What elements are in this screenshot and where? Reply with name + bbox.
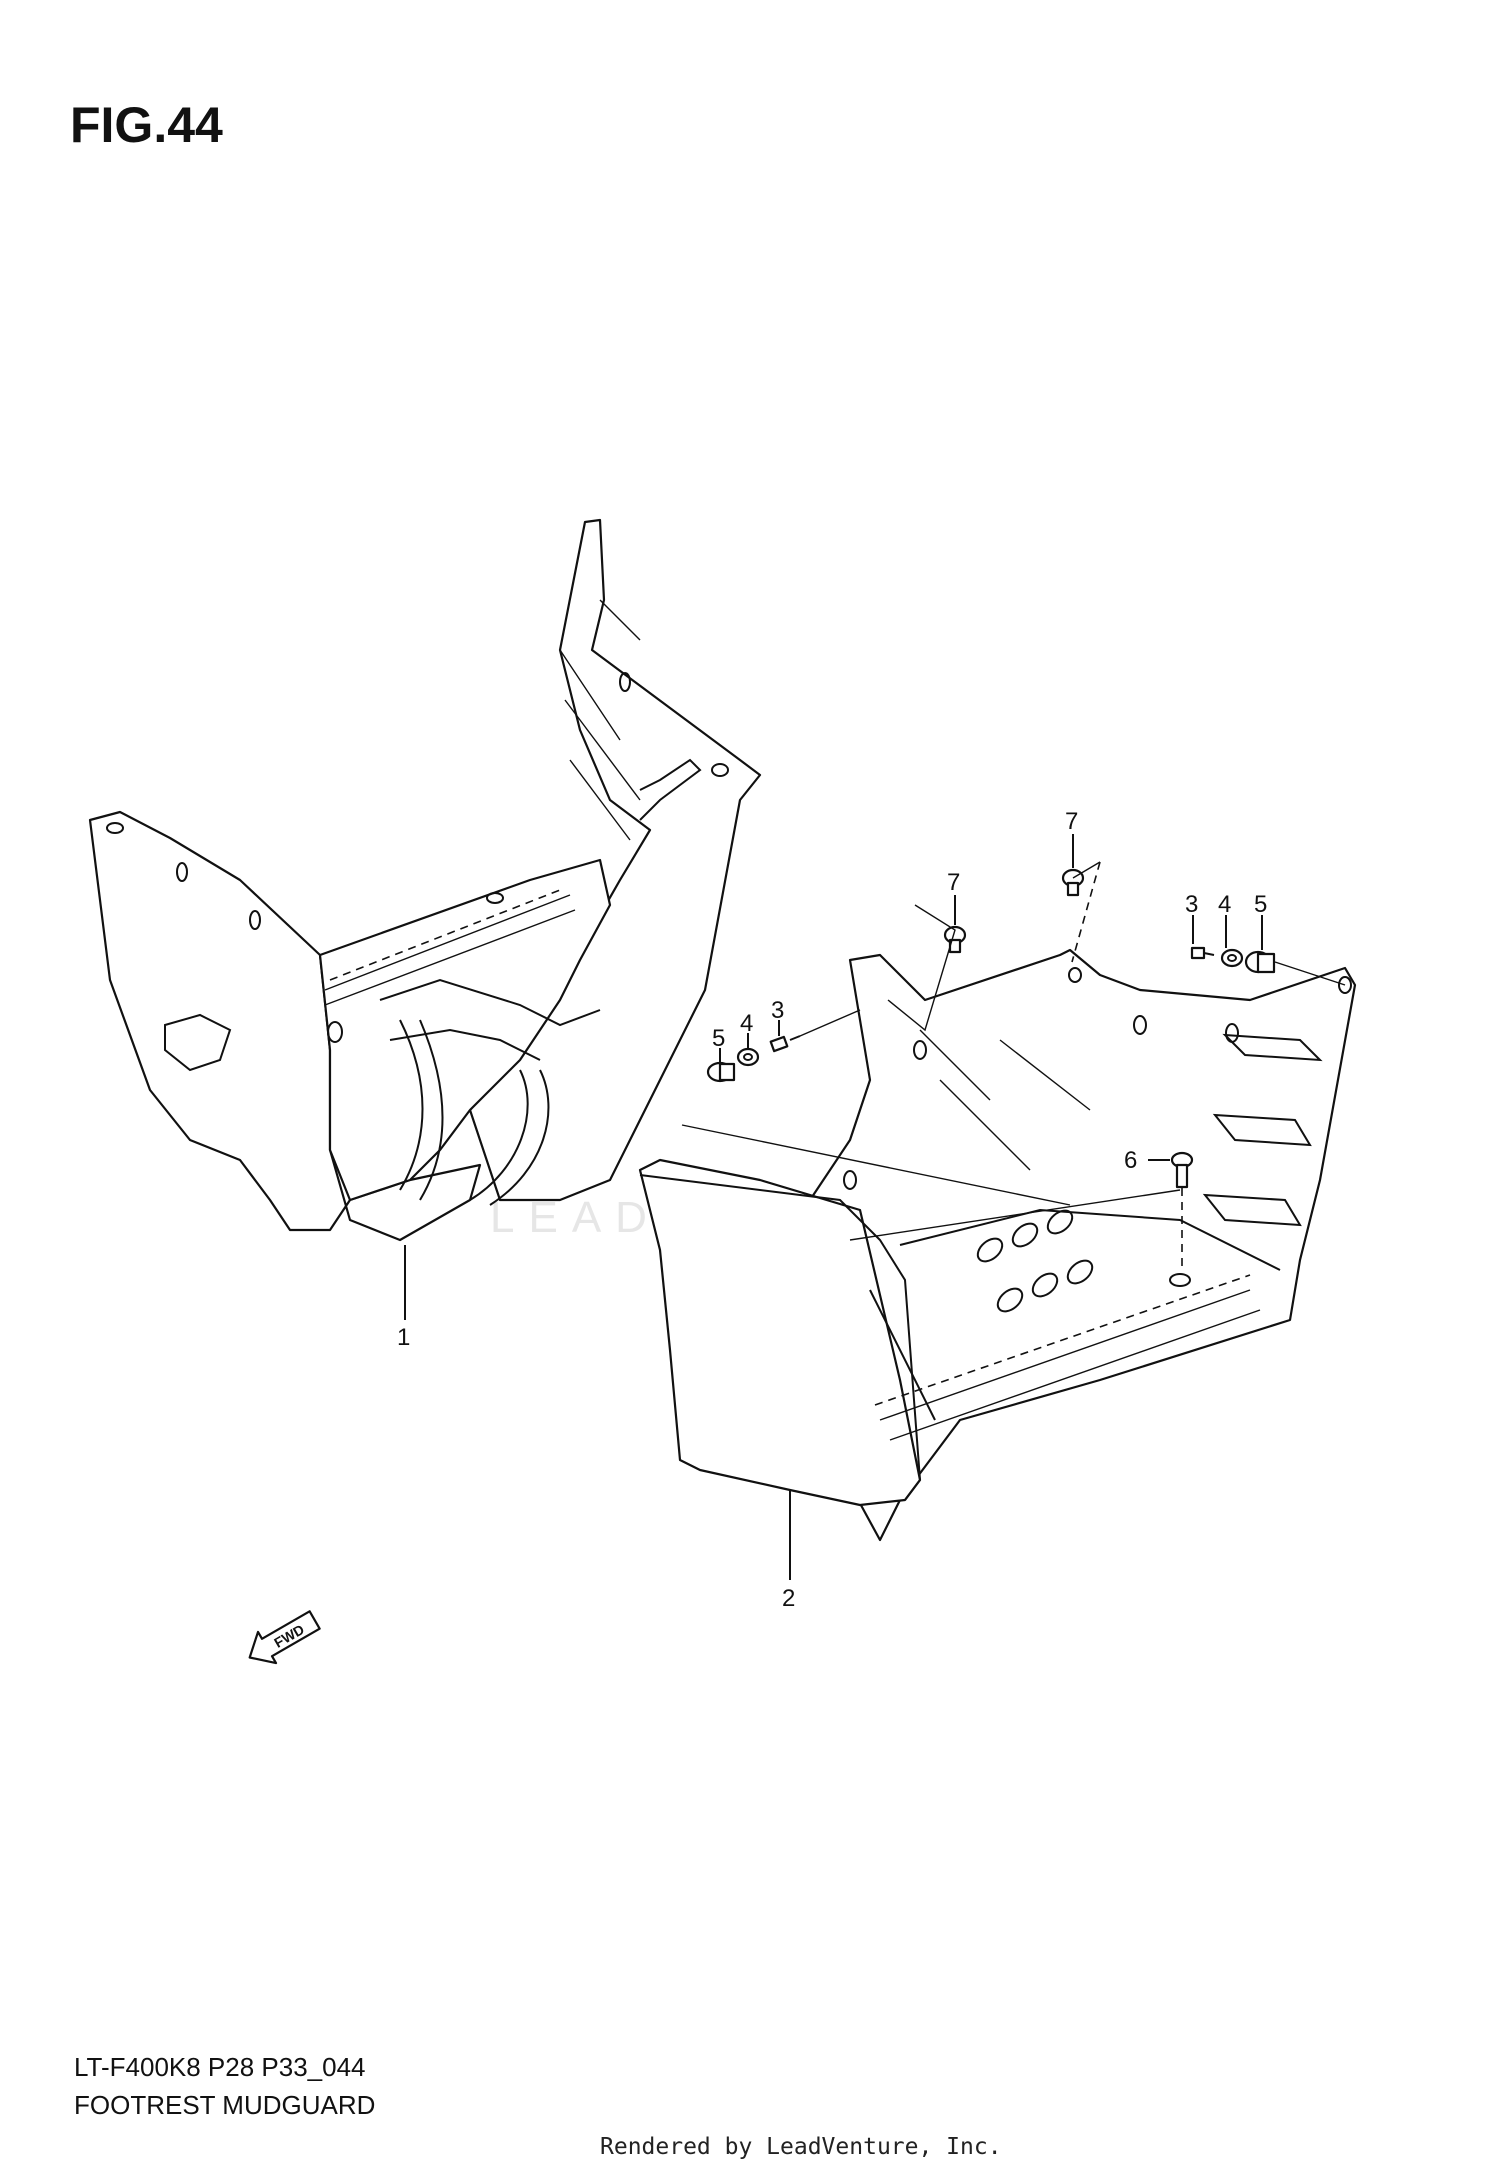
callout-6: 6	[1124, 1147, 1137, 1174]
cushion-5b	[1244, 950, 1276, 974]
screw-3a	[769, 1035, 801, 1053]
callout-1: 1	[397, 1324, 410, 1351]
model-code: LT-F400K8 P28 P33_044	[74, 2052, 366, 2082]
callout-7b: 7	[1065, 808, 1078, 835]
callout-7a: 7	[947, 869, 960, 896]
callout-2: 2	[782, 1585, 795, 1612]
part-1-left-footrest-mudguard	[88, 518, 762, 1320]
callout-5a: 5	[712, 1025, 725, 1052]
figure-name: FOOTREST MUDGUARD	[74, 2090, 376, 2120]
callout-3a: 3	[771, 997, 784, 1024]
callout-4a: 4	[740, 1010, 753, 1037]
render-credit: Rendered by LeadVenture, Inc.	[600, 2134, 1002, 2160]
washer-4a	[736, 1047, 760, 1067]
callout-4b: 4	[1218, 891, 1231, 918]
cushion-5a	[706, 1061, 736, 1083]
callout-labels: 1 2 3 4 5 3 4 5 6 7 7	[397, 808, 1267, 1612]
fwd-arrow-icon: FWD	[248, 1610, 321, 1665]
fasteners	[681, 834, 1346, 1270]
screw-3b	[1190, 946, 1215, 960]
figure-title: FIG.44	[70, 97, 223, 153]
clip-7a	[943, 925, 967, 954]
callout-3b: 3	[1185, 891, 1198, 918]
bolt-6	[1170, 1151, 1194, 1189]
washer-4b	[1220, 948, 1244, 968]
part-2-right-footrest-mudguard	[638, 948, 1357, 1580]
callout-5b: 5	[1254, 891, 1267, 918]
